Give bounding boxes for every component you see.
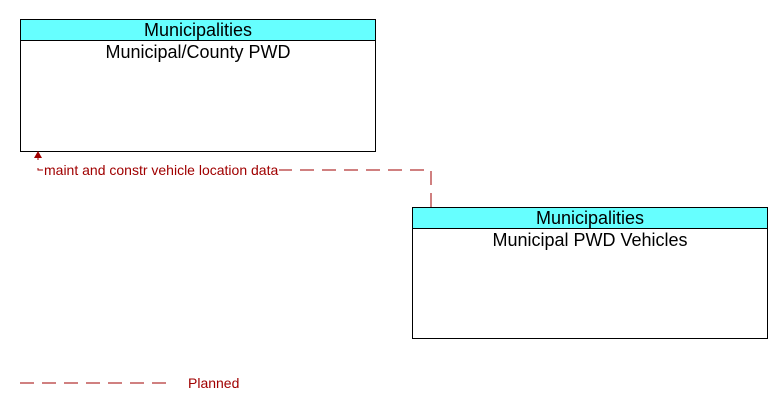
node-category-header: Municipalities — [21, 20, 375, 41]
node-title: Municipal PWD Vehicles — [492, 230, 688, 250]
flow-label[interactable]: maint and constr vehicle location data — [43, 162, 280, 178]
arrowhead-icon — [34, 151, 42, 158]
node-category-label: Municipalities — [535, 208, 645, 228]
legend-planned-label: Planned — [188, 375, 240, 391]
flow-label-text: maint and constr vehicle location data — [44, 162, 279, 178]
node-municipal-pwd-vehicles[interactable]: Municipalities Municipal PWD Vehicles — [412, 207, 768, 339]
node-municipal-county-pwd[interactable]: Municipalities Municipal/County PWD — [20, 19, 376, 152]
node-title: Municipal/County PWD — [105, 42, 291, 62]
node-category-header: Municipalities — [413, 208, 767, 229]
node-category-label: Municipalities — [143, 20, 253, 40]
